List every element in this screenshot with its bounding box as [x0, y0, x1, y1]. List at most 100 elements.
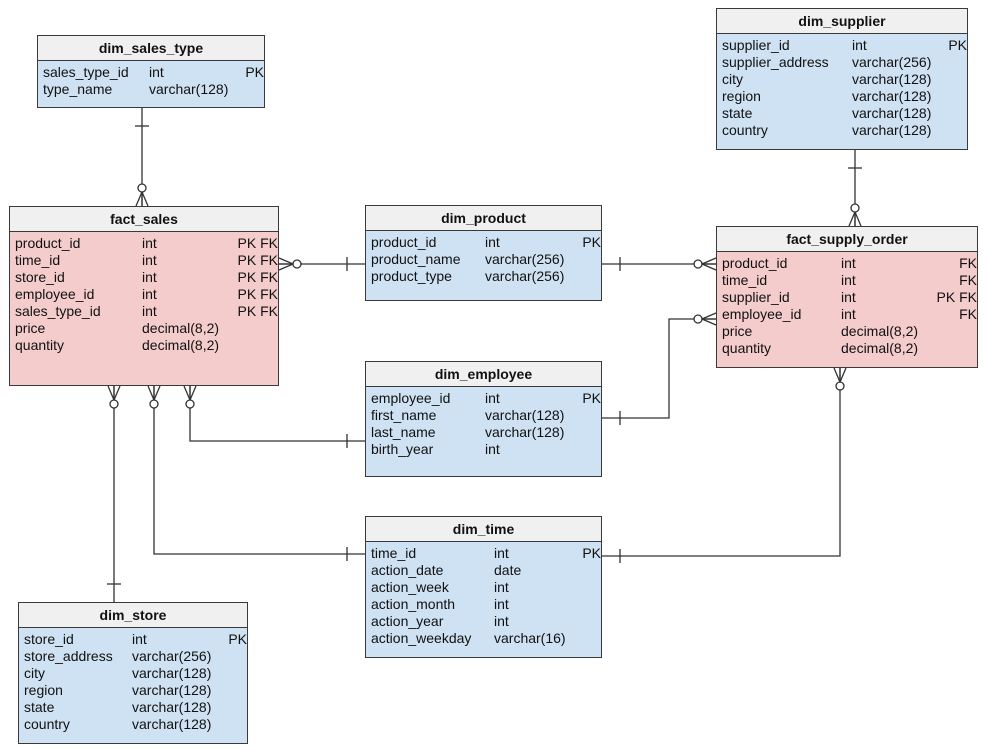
table-row[interactable]: action_date date: [366, 562, 601, 579]
column-type: int: [494, 613, 509, 629]
column-type: int: [485, 234, 500, 250]
table-row[interactable]: first_name varchar(128): [366, 407, 601, 424]
column-type: varchar(128): [485, 407, 565, 423]
crows-foot-marker: [113, 385, 121, 401]
column-key: PK: [582, 545, 601, 561]
column-name: action_date: [371, 562, 444, 578]
column-name: type_name: [43, 81, 113, 97]
column-type: decimal(8,2): [841, 323, 919, 339]
column-name: quantity: [15, 337, 65, 353]
zero-marker: [835, 381, 845, 391]
column-name: city: [24, 665, 45, 681]
column-type: int: [485, 441, 500, 457]
table-row[interactable]: price decimal(8,2): [717, 323, 977, 340]
column-key: PK: [948, 37, 967, 53]
column-type: varchar(128): [852, 105, 932, 121]
zero-marker: [693, 259, 703, 269]
column-type: int: [485, 390, 500, 406]
zero-marker: [292, 259, 302, 269]
column-type: int: [841, 255, 856, 271]
column-key: PK FK: [237, 303, 278, 319]
column-name: first_name: [371, 407, 437, 423]
zero-marker: [693, 314, 703, 324]
column-name: product_id: [15, 235, 81, 251]
column-type: varchar(128): [852, 122, 932, 138]
column-type: int: [142, 303, 157, 319]
column-type: date: [494, 562, 522, 578]
column-type: int: [132, 631, 147, 647]
relationship-line: [602, 368, 841, 557]
column-type: decimal(8,2): [142, 320, 220, 336]
column-name: action_week: [371, 579, 449, 595]
column-name: last_name: [371, 424, 436, 440]
column-name: product_type: [371, 268, 452, 284]
column-name: price: [722, 323, 753, 339]
crows-foot-marker: [839, 367, 847, 383]
crows-foot-marker: [107, 385, 115, 401]
crows-foot-marker: [854, 211, 862, 227]
column-name: employee_id: [15, 286, 95, 302]
crows-foot-marker: [701, 318, 717, 326]
column-type: varchar(128): [132, 716, 212, 732]
column-key: FK: [959, 272, 977, 288]
crows-foot-marker: [278, 257, 294, 265]
table-title: fact_supply_order: [717, 227, 977, 252]
column-name: action_weekday: [371, 630, 472, 646]
column-name: product_id: [722, 255, 788, 271]
table-row[interactable]: quantity decimal(8,2): [10, 337, 278, 354]
table-title: dim_employee: [366, 362, 601, 387]
column-type: decimal(8,2): [142, 337, 220, 353]
table-title: dim_supplier: [717, 9, 967, 34]
column-name: product_name: [371, 251, 461, 267]
column-type: int: [494, 596, 509, 612]
column-name: time_id: [722, 272, 768, 288]
relationship-line: [153, 386, 365, 555]
